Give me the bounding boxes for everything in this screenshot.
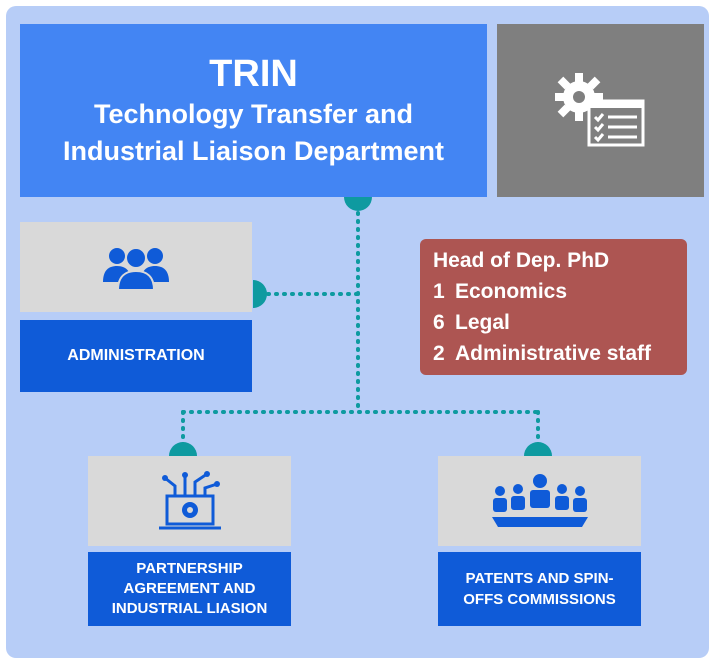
partnership-connector-dot — [169, 442, 197, 456]
administration-icon-tile — [20, 222, 252, 312]
department-subtitle-line2: Industrial Liaison Department — [62, 135, 445, 166]
patents-label-line2: OFFS COMMISSIONS — [463, 591, 616, 608]
partnership-label-line2: AGREEMENT AND — [123, 580, 256, 597]
staff-count: 1 — [433, 280, 445, 303]
partnership-label: PARTNERSHIP AGREEMENT AND INDUSTRIAL LIA… — [88, 552, 291, 626]
title-connector-dot — [344, 197, 372, 211]
partnership-label-line3: INDUSTRIAL LIASION — [111, 600, 268, 617]
administration-label-text: ADMINISTRATION — [67, 347, 205, 364]
staff-count: 6 — [433, 311, 445, 334]
staff-role: Administrative staff — [455, 342, 652, 365]
gear-icon-box — [497, 24, 704, 197]
department-subtitle-line1: Technology Transfer and — [93, 98, 414, 129]
meeting-table-icon — [491, 474, 588, 527]
laptop-network-gear-icon — [158, 471, 221, 530]
staff-role: Economics — [455, 280, 568, 303]
staff-row-legal: 6 Legal — [433, 307, 687, 338]
patents-icon-tile — [438, 456, 641, 546]
patents-label-line1: PATENTS AND SPIN- — [465, 570, 614, 587]
staff-role: Legal — [455, 311, 510, 334]
department-title-box: TRIN Technology Transfer and Industrial … — [20, 24, 487, 197]
staff-info-box: Head of Dep. PhD 1 Economics 6 Legal 2 Admi… — [420, 239, 687, 375]
administration-label: ADMINISTRATION — [20, 320, 252, 392]
department-title: TRIN — [209, 52, 298, 95]
head-of-department: Head of Dep. PhD — [433, 249, 610, 272]
partnership-label-line1: PARTNERSHIP — [136, 560, 243, 577]
staff-row-administrative: 2 Administrative staff — [433, 338, 687, 369]
staff-count: 2 — [433, 342, 445, 365]
patents-label: PATENTS AND SPIN- OFFS COMMISSIONS — [438, 552, 641, 626]
people-group-icon — [103, 247, 169, 291]
admin-connector-dot — [253, 280, 267, 308]
patents-connector-dot — [524, 442, 552, 456]
partnership-icon-tile — [88, 456, 291, 546]
staff-row-economics: 1 Economics — [433, 276, 687, 307]
gear-checklist-icon — [554, 72, 644, 146]
